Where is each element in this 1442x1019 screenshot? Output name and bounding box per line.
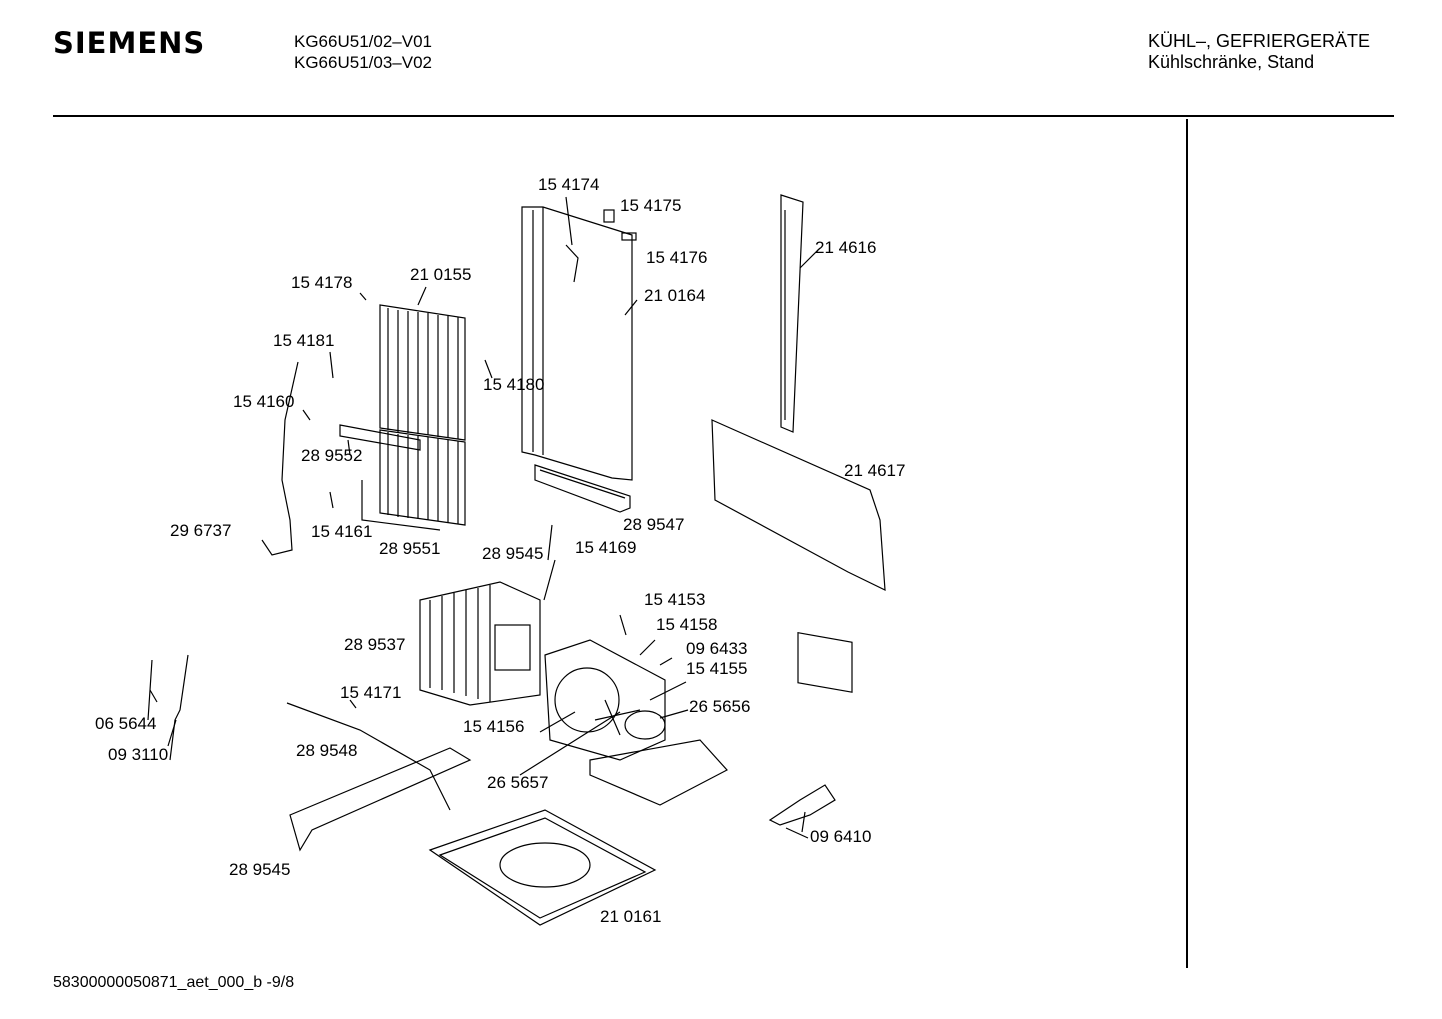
category-subtitle: Kühlschränke, Stand [1148,52,1315,72]
rail-drawing [289,747,472,852]
header-rule [53,115,1394,117]
side-strip-drawing [780,194,804,433]
part-label: 21 0164 [644,286,705,305]
part-label: 06 5644 [95,714,156,733]
part-label: 15 4176 [646,248,707,267]
part-label: 15 4180 [483,375,544,394]
part-label: 15 4171 [340,683,401,702]
leader-lines [149,196,821,839]
part-label: 09 6433 [686,639,747,658]
side-rule [1186,119,1188,968]
part-label: 21 0161 [600,907,661,926]
drip-pan-drawing [428,809,657,926]
part-label: 09 3110 [108,745,168,764]
part-label: 09 6410 [810,827,871,846]
drip-tray-drawing [534,464,631,513]
part-label: 15 4158 [656,615,717,634]
category-title: KÜHL–, GEFRIERGERÄTE [1148,31,1371,51]
part-label: 21 4616 [815,238,876,257]
model-number: KG66U51/03–V02 [294,53,432,72]
rear-cover-drawing [711,419,886,693]
part-label: 28 9545 [482,544,543,563]
part-label: 15 4153 [644,590,705,609]
part-label: 26 5657 [487,773,548,792]
part-label: 15 4160 [233,392,294,411]
part-label: 28 9545 [229,860,290,879]
part-label: 15 4181 [273,331,334,350]
part-label: 26 5656 [689,697,750,716]
connector-drawing [768,784,836,826]
part-label: 28 9548 [296,741,357,760]
part-label: 15 4174 [538,175,599,194]
back-panel-drawing [521,206,637,481]
part-label: 28 9537 [344,635,405,654]
tube-drawing [286,702,451,811]
part-label: 15 4156 [463,717,524,736]
part-label: 28 9551 [379,539,440,558]
part-label: 29 6737 [170,521,231,540]
part-label: 15 4178 [291,273,352,292]
condenser-drawing [419,581,541,706]
part-label: 28 9552 [301,446,362,465]
part-label: 15 4161 [311,522,372,541]
evaporator-drawing [339,304,466,531]
wire-harness-drawing [261,361,299,556]
product-category: KÜHL–, GEFRIERGERÄTE Kühlschränke, Stand [1148,31,1370,73]
siemens-logo: SIEMENS [53,26,206,60]
part-label: 21 0155 [410,265,471,284]
part-label: 15 4155 [686,659,747,678]
fan-assembly-drawing [544,639,728,806]
model-numbers: KG66U51/02–V01 KG66U51/03–V02 [294,31,432,73]
part-label: 28 9547 [623,515,684,534]
document-id: 58300000050871_aet_000_b -9/8 [53,974,295,991]
part-label: 15 4175 [620,196,681,215]
part-label: 21 4617 [844,461,905,480]
part-label: 15 4169 [575,538,636,557]
model-number: KG66U51/02–V01 [294,32,432,51]
